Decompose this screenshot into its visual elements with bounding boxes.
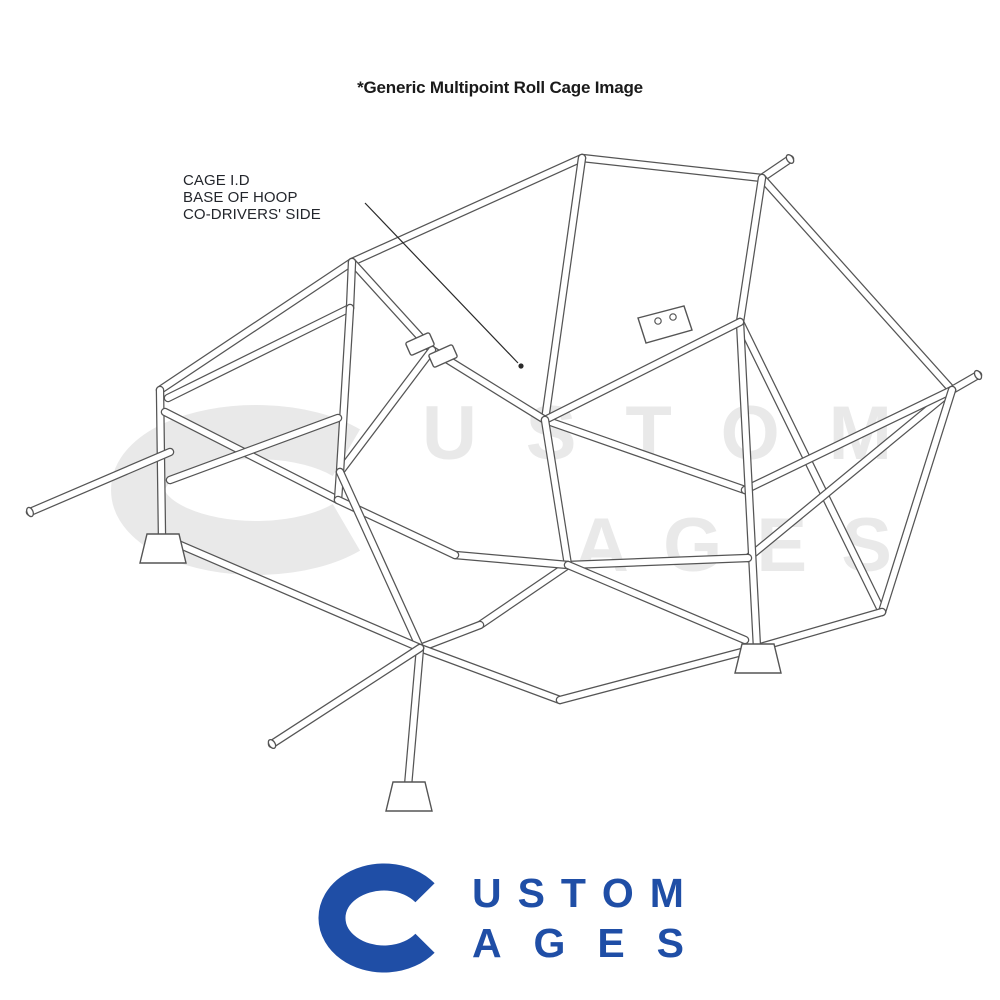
annotation-line-3: CO-DRIVERS' SIDE — [183, 206, 321, 223]
page-title: *Generic Multipoint Roll Cage Image — [357, 78, 643, 97]
annotation-callout: CAGE I.D BASE OF HOOP CO-DRIVERS' SIDE — [183, 172, 321, 223]
annotation-line-1: CAGE I.D — [183, 172, 250, 189]
annotation-line-2: BASE OF HOOP — [183, 189, 298, 206]
logo-letter-c-icon — [318, 863, 435, 973]
watermark-letter-c-icon — [111, 405, 360, 575]
annotation-leader-line — [364, 202, 524, 369]
